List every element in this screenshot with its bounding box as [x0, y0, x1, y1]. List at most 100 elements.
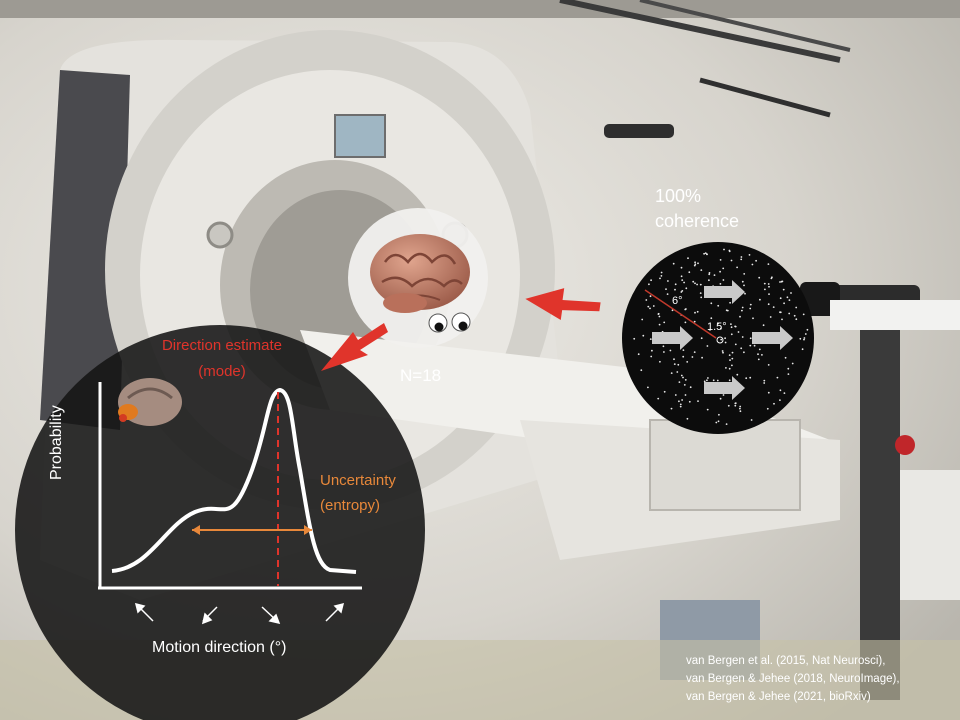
- stimulus-dot: [806, 328, 809, 331]
- stimulus-dot: [670, 407, 673, 410]
- stimulus-dot: [749, 307, 752, 310]
- x-axis-label: Motion direction (°): [152, 639, 287, 656]
- stimulus-dot: [790, 292, 792, 294]
- motion-arrow-icon: [652, 280, 793, 400]
- stimulus-dot: [767, 391, 770, 394]
- stimulus-dot: [708, 273, 711, 276]
- stimulus-dot: [725, 367, 727, 369]
- stimulus-dot: [763, 282, 766, 285]
- stimulus-dot: [768, 293, 770, 295]
- stimulus-dot: [703, 252, 705, 255]
- stimulus-dot: [741, 309, 743, 312]
- stimulus-dot: [781, 318, 783, 321]
- stimulus-dot: [706, 345, 709, 347]
- stimulus-dot: [726, 309, 729, 312]
- stimulus-dot: [652, 305, 655, 307]
- stimulus-dot: [767, 283, 770, 285]
- googly-eyes-icon: [428, 312, 471, 333]
- stimulus-dot: [700, 269, 703, 271]
- stimulus-dot: [663, 321, 666, 324]
- stimulus-dot: [710, 302, 713, 305]
- distribution-curve: [111, 387, 357, 574]
- stimulus-dot: [682, 376, 684, 379]
- stimulus-dot: [731, 357, 734, 360]
- stimulus-dot: [686, 417, 689, 420]
- stimulus-dot: [682, 349, 685, 351]
- uncertainty-label: Uncertainty (entropy): [320, 472, 396, 514]
- stimulus-dot: [679, 403, 682, 406]
- stimulus-dot: [693, 351, 696, 353]
- stimulus-dot: [771, 276, 773, 279]
- stimulus-dot: [716, 379, 719, 382]
- stimulus-dot: [689, 386, 692, 389]
- stimulus-dot: [694, 311, 696, 314]
- stimulus-dot: [680, 291, 683, 293]
- stimulus-dot: [682, 355, 685, 358]
- stimulus-dot: [736, 373, 739, 376]
- stimulus-dot: [699, 292, 702, 294]
- stimulus-dot: [650, 279, 652, 282]
- stimulus-dot: [641, 318, 644, 321]
- stimulus-dot: [719, 259, 722, 261]
- stimulus-dot: [759, 298, 761, 301]
- stimulus-dot: [724, 341, 727, 344]
- stimulus-dot: [677, 363, 680, 366]
- stimulus-dot: [757, 353, 759, 356]
- stimulus-dot: [717, 304, 720, 307]
- stimulus-dot: [658, 323, 661, 326]
- stimulus-dot: [710, 317, 713, 320]
- stimulus-dot: [739, 315, 741, 318]
- stimulus-dot: [720, 338, 723, 341]
- stimulus-dot: [791, 362, 794, 365]
- stimulus-dot: [686, 361, 689, 363]
- red-arrow-stimulus-to-brain: [525, 288, 601, 320]
- stimulus-dot: [739, 405, 742, 408]
- stimulus-dot: [766, 407, 769, 410]
- stimulus-dot: [693, 320, 696, 323]
- stimulus-dot: [683, 281, 685, 284]
- stimulus-dot: [678, 400, 680, 403]
- stimulus-dot: [684, 394, 687, 396]
- stimulus-dot: [734, 404, 737, 407]
- stimulus-dot: [687, 257, 689, 260]
- stimulus-dot: [665, 288, 667, 290]
- stimulus-dot: [719, 327, 722, 330]
- stimulus-dot: [779, 281, 781, 283]
- stimulus-dot: [763, 382, 766, 384]
- stimulus-dot: [640, 369, 643, 372]
- stimulus-dot: [662, 345, 665, 348]
- stimulus-dot: [694, 282, 696, 285]
- stimulus-dot: [764, 288, 766, 291]
- stimulus-dot: [694, 263, 697, 266]
- stimulus-dot: [713, 274, 716, 276]
- aperture-angle-outer: 6°: [672, 295, 683, 307]
- stimulus-dot: [750, 419, 753, 421]
- stimulus-dot: [688, 271, 691, 274]
- stimulus-dot: [696, 283, 698, 286]
- stimulus-dot: [722, 351, 724, 354]
- stimulus-dot: [709, 329, 711, 331]
- stimulus-dot: [706, 253, 708, 256]
- stimulus-dot: [728, 354, 731, 356]
- stimulus-dot: [802, 313, 805, 316]
- stimulus-dot: [681, 399, 683, 401]
- stimulus-dot: [769, 316, 772, 318]
- stimulus-dot: [763, 379, 766, 382]
- stimulus-dot: [679, 405, 682, 408]
- stimulus-dot: [728, 249, 731, 252]
- stimulus-dot: [734, 402, 737, 404]
- stimulus-dot: [672, 262, 675, 265]
- stimulus-dot: [712, 379, 715, 382]
- stimulus-dot: [787, 367, 790, 370]
- stimulus-dot: [786, 296, 789, 299]
- stimulus-dot: [701, 356, 703, 359]
- stimulus-dot: [725, 423, 728, 425]
- stimulus-dot: [730, 326, 733, 329]
- stimulus-dot: [752, 317, 754, 320]
- stimulus-dot: [706, 379, 708, 382]
- stimulus-dot: [728, 379, 731, 382]
- stimulus-dot: [681, 279, 684, 281]
- stimulus-dot: [730, 333, 733, 336]
- participant-count: N=18: [400, 366, 442, 385]
